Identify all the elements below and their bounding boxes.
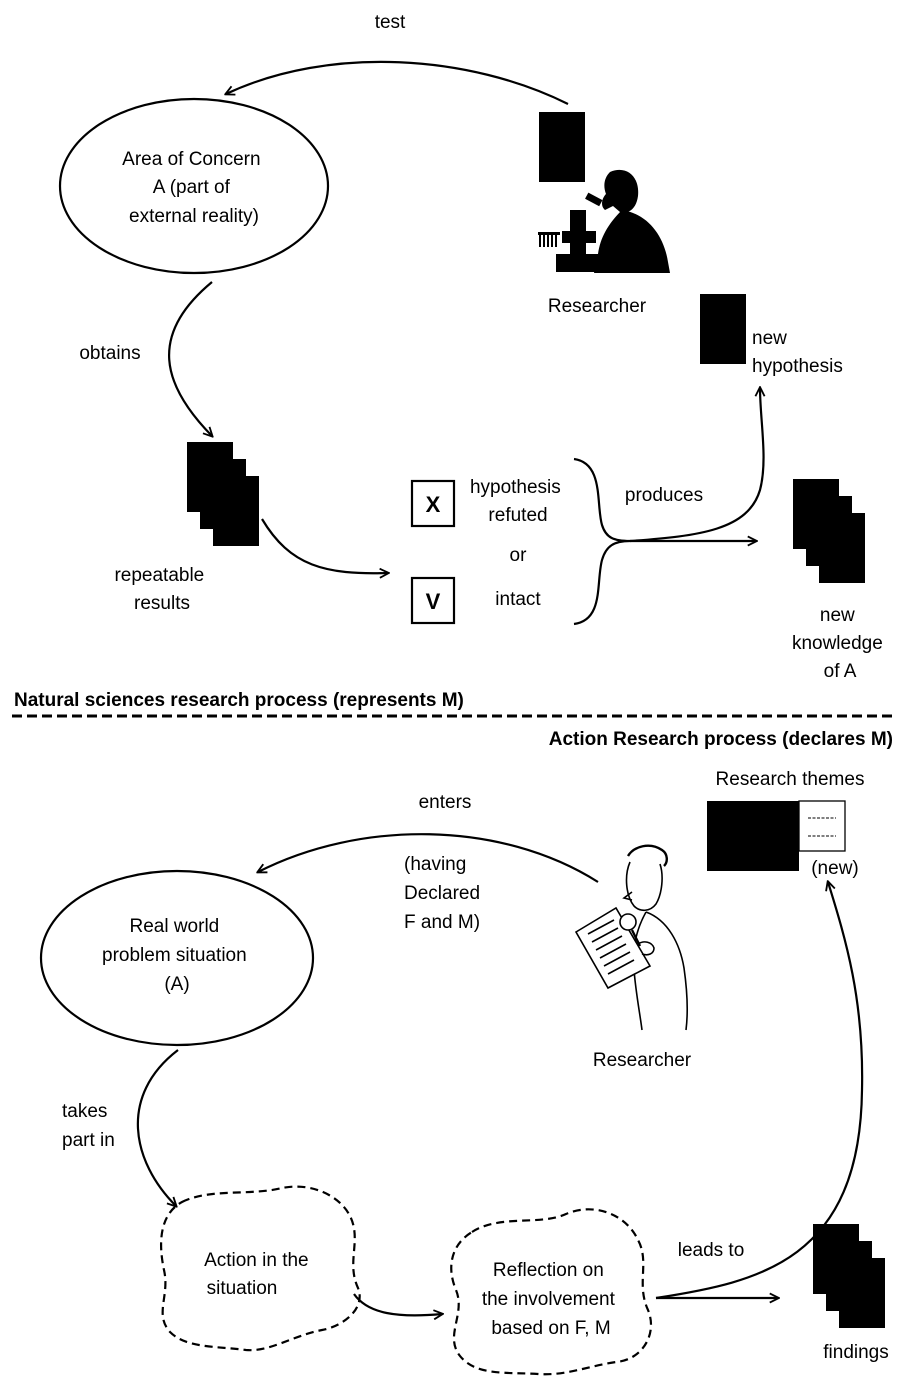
label-findings: findings: [823, 1342, 889, 1363]
label-new-knowledge: new knowledge of A: [792, 605, 888, 682]
arrow-action-to-reflection: [353, 1293, 442, 1315]
area-of-concern-text: Area of Concern A (part of external real…: [122, 149, 266, 227]
action-cloud-text: Action in the situation: [204, 1250, 314, 1299]
title-action-research: Action Research process (declares M): [549, 729, 893, 750]
real-world-ellipse: [39, 869, 315, 1047]
label-intact: intact: [495, 589, 541, 610]
label-researcher-bottom: Researcher: [593, 1050, 692, 1071]
researcher-microscope-silhouette: [538, 169, 670, 273]
new-knowledge-documents: [793, 479, 865, 583]
label-obtains: obtains: [79, 343, 140, 364]
arrow-results-to-outcome: [261, 518, 388, 573]
repeatable-results-documents: [187, 442, 259, 546]
area-of-concern-ellipse: [58, 97, 330, 275]
label-new-hypothesis: new hypothesis: [752, 328, 843, 377]
reflection-cloud: [450, 1208, 653, 1376]
action-cloud: [159, 1185, 361, 1352]
researcher-cartoon-figure: [574, 844, 689, 1031]
researcher-hypothesis-document: [539, 112, 585, 182]
real-world-text: Real world problem situation (A): [102, 916, 252, 995]
new-hypothesis-document: [700, 294, 746, 364]
arrow-test: [226, 60, 569, 105]
label-produces: produces: [625, 485, 703, 506]
label-leads-to: leads to: [678, 1240, 745, 1261]
arrow-leads-to-themes: [655, 882, 864, 1300]
reflection-cloud-text: Reflection on the involvement based on F…: [482, 1260, 620, 1339]
research-themes-documents: [707, 800, 846, 871]
arrow-enters: [258, 833, 599, 883]
title-natural-sciences: Natural sciences research process (repre…: [14, 690, 464, 711]
arrow-obtains: [167, 281, 212, 436]
arrow-takes-part-in: [136, 1049, 179, 1206]
x-box-label: X: [426, 492, 441, 517]
label-new-themes: (new): [811, 858, 859, 879]
label-research-themes: Research themes: [716, 769, 865, 790]
label-repeatable-results: repeatable results: [114, 565, 209, 614]
arrow-produces-hypothesis: [629, 388, 764, 543]
findings-documents: [813, 1224, 885, 1328]
label-or: or: [510, 545, 528, 566]
v-box: [410, 576, 456, 625]
label-test: test: [375, 12, 406, 33]
x-box: [410, 479, 456, 528]
label-having-declared: (having Declared F and M): [404, 854, 485, 933]
v-box-label: V: [426, 589, 441, 614]
outcome-brace: [573, 457, 631, 626]
label-takes-part-in: takes part in: [62, 1101, 115, 1151]
label-hypothesis-refuted: hypothesis refuted: [470, 477, 566, 526]
label-researcher-top: Researcher: [548, 296, 647, 317]
label-enters: enters: [419, 792, 472, 813]
